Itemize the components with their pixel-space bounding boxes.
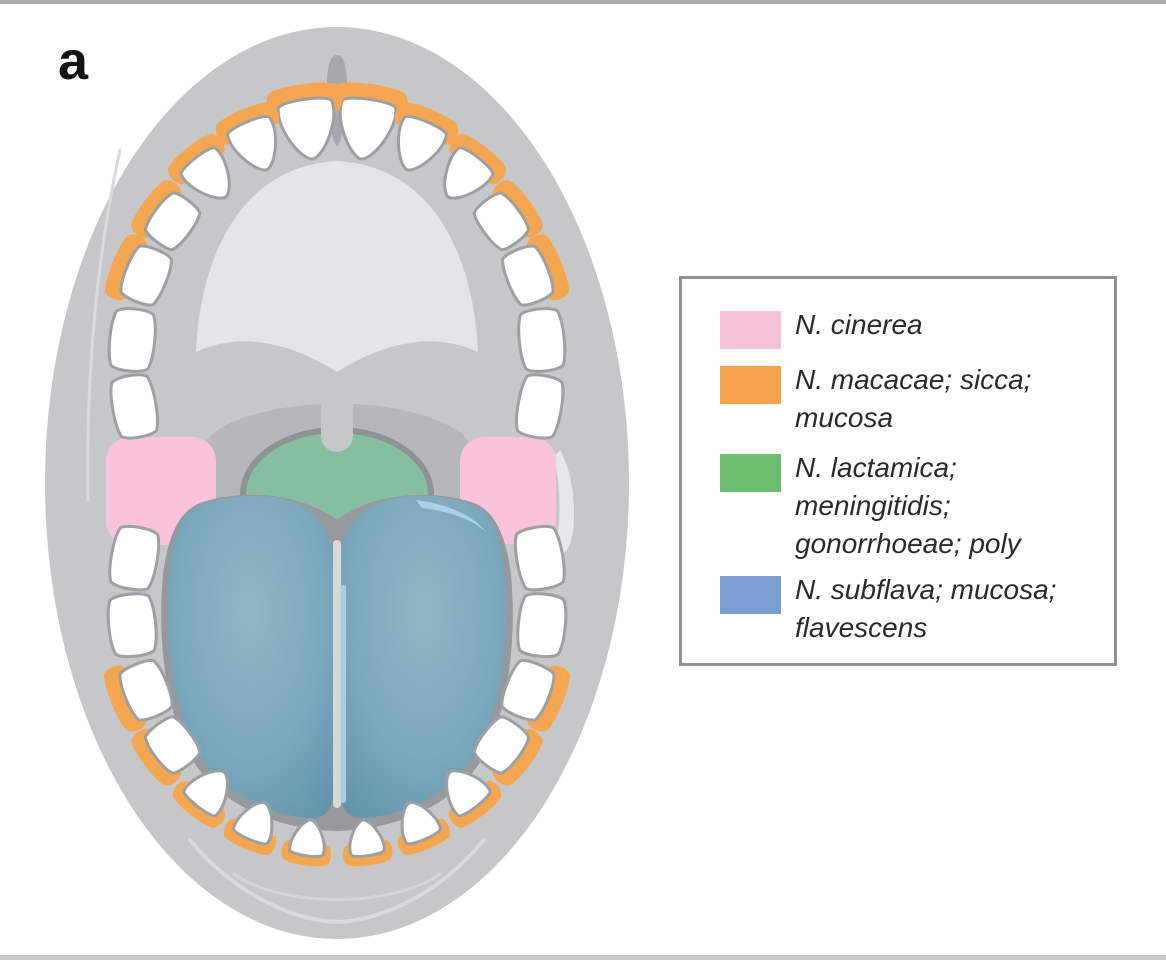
tongue-groove-highlight [340,585,346,803]
legend-label: N. subflava; mucosa; flavescens [795,574,1057,643]
legend-swatch-orange [720,366,781,404]
legend-item-lactamica: N. lactamica; meningitidis; gonorrhoeae;… [720,452,1021,563]
lip-highlight-right [553,450,574,553]
legend-item-subflava: N. subflava; mucosa; flavescens [720,574,1056,647]
tooth [105,305,160,375]
hard-palate [196,161,478,372]
tongue [161,494,513,831]
lip-highlight-bottom-inner [232,872,442,901]
legend-label: N. macacae; sicca; mucosa [795,364,1032,433]
mouth-diagram [45,27,629,939]
panel-label: a [58,31,89,91]
legend-swatch-pink [720,311,781,349]
tooth [514,305,569,375]
tongue-right-lobe [341,495,507,819]
legend-item-cinerea: N. cinerea [720,309,923,349]
legend-swatch-blue [720,576,781,614]
lip-highlight-bottom [188,838,486,925]
tongue-median-groove [333,540,341,808]
legend-label: N. lactamica; meningitidis; gonorrhoeae;… [795,452,1021,559]
legend-label: N. cinerea [795,309,923,340]
tooth [513,590,570,661]
tooth [104,590,161,661]
legend-swatch-green [720,454,781,492]
tongue-edge-highlight [416,500,486,532]
tongue-left-lobe [167,495,333,819]
legend-item-macacae: N. macacae; sicca; mucosa [720,364,1032,437]
lip-highlight-left [86,148,122,502]
figure-bottom-border [0,955,1166,960]
uvula [321,386,353,452]
figure-top-border [0,0,1166,4]
legend-box: N. cinerea N. macacae; sicca; mucosa N. … [679,276,1117,666]
